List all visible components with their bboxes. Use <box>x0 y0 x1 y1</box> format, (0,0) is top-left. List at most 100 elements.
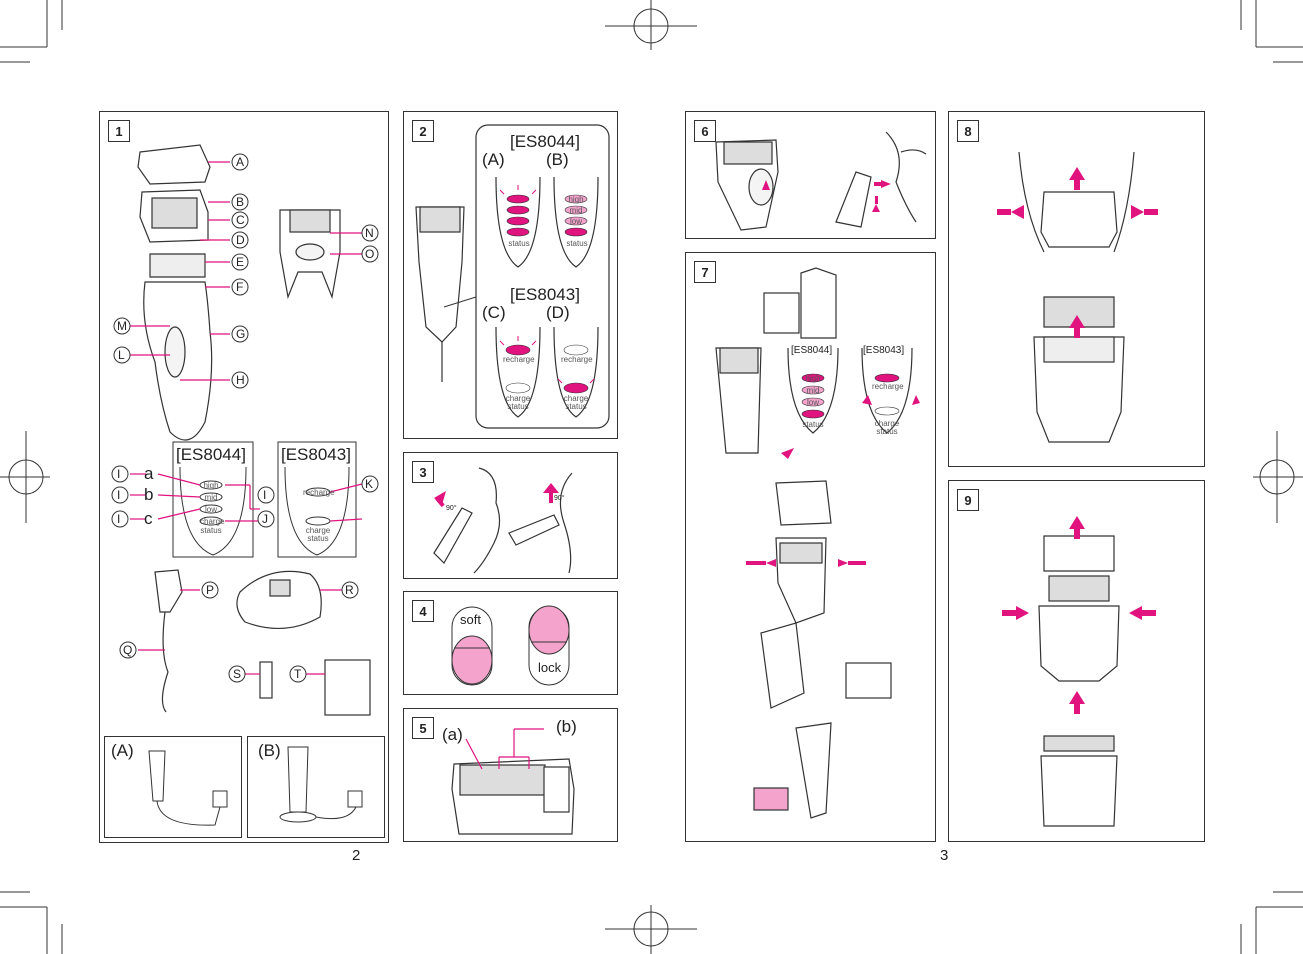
indicator-charge-status-2: status <box>307 534 329 543</box>
part-label-i-3: I <box>117 512 121 526</box>
part-label-a: A <box>236 155 245 169</box>
indicator-modes-illustration <box>415 124 610 429</box>
panel-6: 6 <box>685 111 936 239</box>
model-label-es8044: [ES8044] <box>791 345 833 356</box>
accessories-illustration <box>119 569 371 716</box>
panel-number: 6 <box>694 120 716 142</box>
indicator-mid: mid <box>806 386 820 395</box>
part-label-i-1: I <box>117 467 121 481</box>
angle-label-1: 90° <box>446 505 457 512</box>
panel-number: 8 <box>957 120 979 142</box>
sub-panel-a: (A) <box>104 736 242 838</box>
panel-number: 2 <box>412 120 434 142</box>
panel-7: 7 [ES804 <box>685 252 936 842</box>
indicator-status: status <box>200 526 222 535</box>
foil-label-b: (b) <box>556 717 577 736</box>
indicator-high: high <box>805 374 821 383</box>
lock-switch-illustration <box>451 605 570 686</box>
part-label-b: B <box>236 195 245 209</box>
part-label-d: D <box>236 233 245 247</box>
panel-2: 2 <box>403 111 618 439</box>
shaver-head-foil-illustration <box>451 728 575 835</box>
part-label-s: S <box>233 667 242 681</box>
panel-9: 9 <box>948 480 1205 842</box>
indicator-status-c: status <box>507 402 529 411</box>
indicator-recharge-d: recharge <box>561 355 593 364</box>
panel-8: 8 <box>948 111 1205 467</box>
sub-panel-b: (B) <box>247 736 385 838</box>
mode-label-a: (A) <box>482 150 505 169</box>
indicator-status-b: status <box>566 239 588 248</box>
trimmer-illustration <box>715 131 927 231</box>
panel-number: 1 <box>108 120 130 142</box>
model-label-es8044: [ES8044] <box>176 445 246 464</box>
panel-5: 5 (a) (b) <box>403 708 618 842</box>
cleaning-steps-illustration <box>715 267 920 819</box>
row-letter-a: a <box>144 464 154 483</box>
panel-number: 5 <box>412 717 434 739</box>
part-label-f: F <box>236 280 244 294</box>
indicator-status-d: status <box>565 402 587 411</box>
angle-label-2: 90° <box>554 495 565 502</box>
panel-number: 7 <box>694 261 716 283</box>
part-label-p: P <box>206 583 215 597</box>
panel-3: 3 90° 90° <box>403 452 618 579</box>
shaving-angle-illustration <box>433 467 573 574</box>
indicator-charge-d: charge <box>563 394 589 403</box>
part-label-n: N <box>365 226 374 240</box>
indicator-charge-c: charge <box>505 394 531 403</box>
indicator-mid-b: mid <box>569 206 583 215</box>
model-label-es8044: [ES8044] <box>510 132 580 151</box>
sub-panel-b-label: (B) <box>258 741 281 760</box>
row-letter-b: b <box>144 485 154 504</box>
charging-stand-illustration <box>279 746 363 823</box>
indicator-mid: mid <box>204 493 218 502</box>
head-reattach-illustration <box>1002 516 1156 827</box>
indicator-high-b: high <box>568 195 584 204</box>
part-label-i-2: I <box>117 488 121 502</box>
indicator-charge-status-1: charge <box>305 526 331 535</box>
indicator-high: high <box>203 481 219 490</box>
panel-number: 4 <box>412 600 434 622</box>
part-label-m: M <box>117 319 127 333</box>
indicator-charge: charge <box>874 419 900 428</box>
part-label-e: E <box>236 255 245 269</box>
shaver-parts-illustration <box>113 144 379 441</box>
part-label-r: R <box>345 583 354 597</box>
part-label-g: G <box>236 327 246 341</box>
switch-soft-label: soft <box>460 612 481 627</box>
model-label-es8043: [ES8043] <box>510 285 580 304</box>
indicator-status-a: status <box>508 239 530 248</box>
part-label-i-4: I <box>263 488 267 502</box>
indicator-low-b: low <box>569 217 582 226</box>
indicator-panels <box>111 441 379 558</box>
foil-label-a: (a) <box>442 725 463 744</box>
indicator-status: status <box>802 420 824 429</box>
panel-number: 9 <box>957 489 979 511</box>
panel-1: 1 <box>99 111 389 843</box>
part-label-t: T <box>294 667 302 681</box>
mode-label-d: (D) <box>546 303 570 322</box>
part-label-h: H <box>236 373 245 387</box>
panel-number: 3 <box>412 461 434 483</box>
switch-lock-label: lock <box>538 660 562 675</box>
part-label-o: O <box>365 247 375 261</box>
mode-label-c: (C) <box>482 303 506 322</box>
part-label-c: C <box>236 213 245 227</box>
indicator-low: low <box>204 505 217 514</box>
mode-label-b: (B) <box>546 150 569 169</box>
model-label-es8043: [ES8043] <box>281 445 351 464</box>
panel-4: 4 soft lock <box>403 591 618 695</box>
sub-panel-a-label: (A) <box>111 741 134 760</box>
part-label-k: K <box>365 477 374 491</box>
indicator-charge: charge <box>200 517 225 526</box>
indicator-charge-status: status <box>876 427 898 436</box>
indicator-low: low <box>806 398 819 407</box>
indicator-recharge: recharge <box>872 382 904 391</box>
charging-cord-illustration <box>148 750 228 826</box>
part-label-l: L <box>118 348 125 362</box>
part-label-j: J <box>262 512 268 526</box>
page-number-right: 3 <box>940 847 949 864</box>
indicator-recharge: recharge <box>303 488 335 497</box>
